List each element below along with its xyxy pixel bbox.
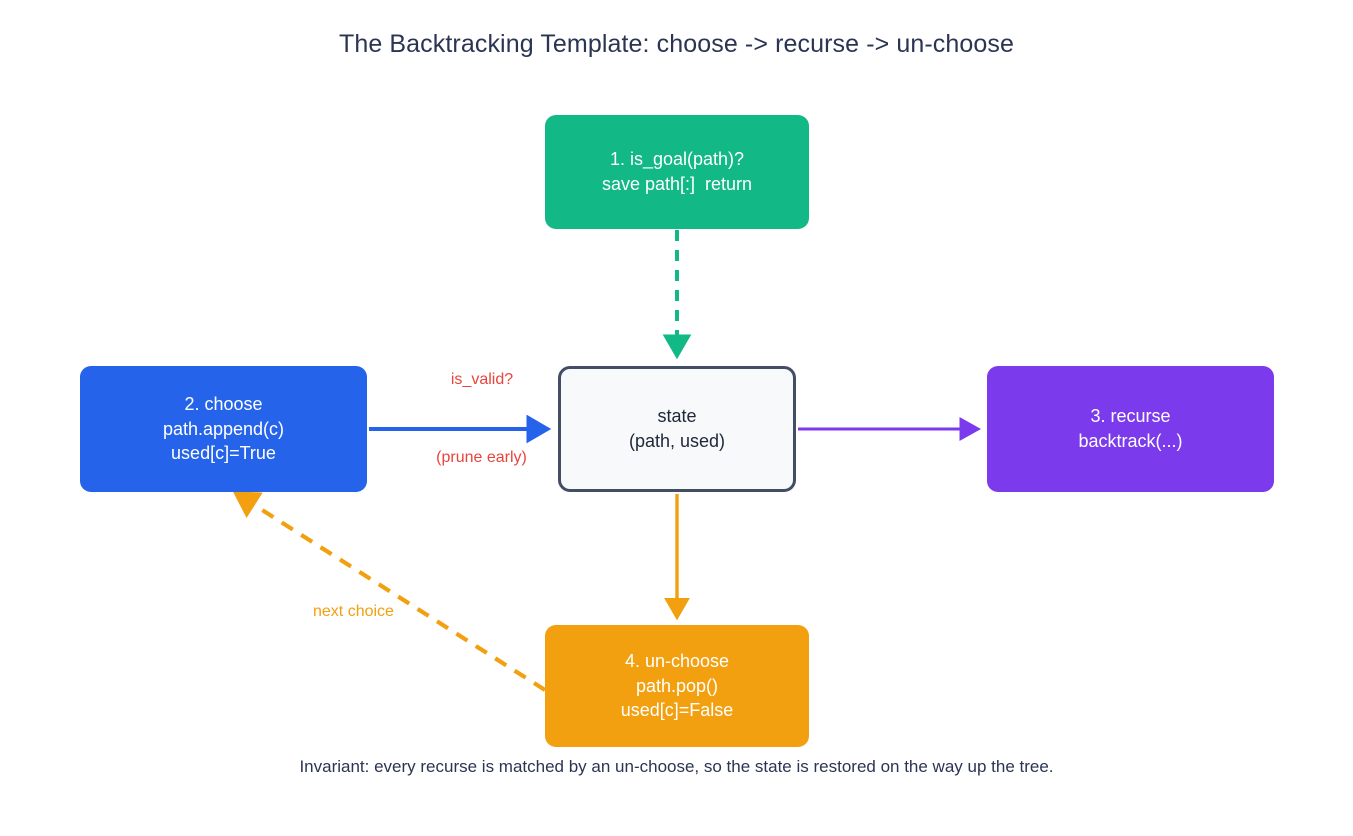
node-state[interactable]: state (path, used) bbox=[558, 366, 796, 492]
node-recurse-line-1: 3. recurse bbox=[1090, 406, 1171, 427]
node-choose-line-2: path.append(c) bbox=[162, 418, 285, 439]
node-state-line-1: state bbox=[657, 406, 697, 427]
node-recurse-line-2: backtrack(...) bbox=[1078, 431, 1183, 451]
node-un-choose-line-3: used[c]=False bbox=[620, 700, 734, 721]
node-is-goal-line-2: save path[:] return bbox=[601, 174, 753, 194]
page-title: The Backtracking Template: choose -> rec… bbox=[338, 30, 1015, 58]
node-choose-line-1: 2. choose bbox=[184, 394, 263, 415]
node-state-line-2: (path, used) bbox=[628, 431, 726, 451]
node-un-choose-line-2: path.pop() bbox=[635, 675, 719, 696]
node-choose[interactable]: 2. choose path.append(c) used[c]=True bbox=[80, 366, 367, 492]
invariant-note: Invariant: every recurse is matched by a… bbox=[299, 757, 1054, 776]
node-is-goal[interactable]: 1. is_goal(path)? save path[:] return bbox=[545, 115, 809, 229]
edge-label-prune-early: (prune early) bbox=[436, 449, 527, 466]
node-is-goal-line-1: 1. is_goal(path)? bbox=[609, 149, 745, 170]
edge-label-is-valid: is_valid? bbox=[450, 371, 514, 388]
node-un-choose[interactable]: 4. un-choose path.pop() used[c]=False bbox=[545, 625, 809, 747]
edge-label-next-choice: next choice bbox=[313, 603, 394, 620]
edge-unchoose-to-choose bbox=[232, 491, 547, 692]
node-recurse[interactable]: 3. recurse backtrack(...) bbox=[987, 366, 1274, 492]
node-un-choose-line-1: 4. un-choose bbox=[624, 651, 730, 672]
node-choose-line-3: used[c]=True bbox=[171, 443, 276, 464]
